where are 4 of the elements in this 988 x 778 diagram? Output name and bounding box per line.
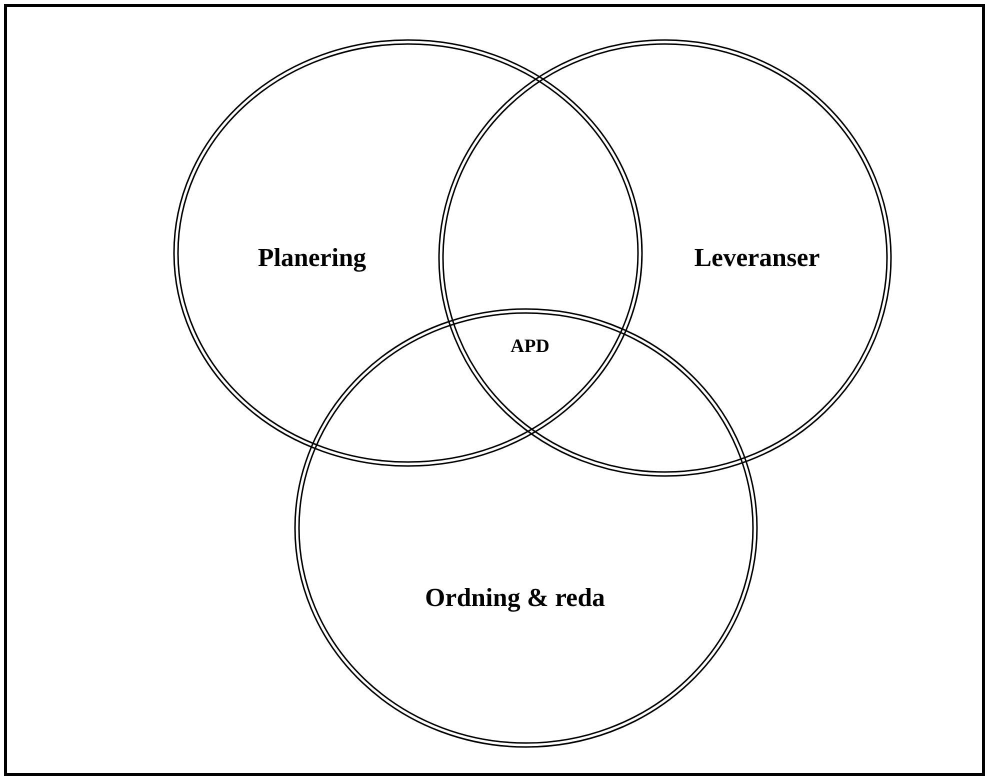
circle-label: Leveranser (694, 243, 820, 273)
circle-label: Ordning & reda (424, 583, 606, 613)
circle-label: Planering (258, 243, 366, 273)
overlap-label: APD (510, 336, 550, 358)
